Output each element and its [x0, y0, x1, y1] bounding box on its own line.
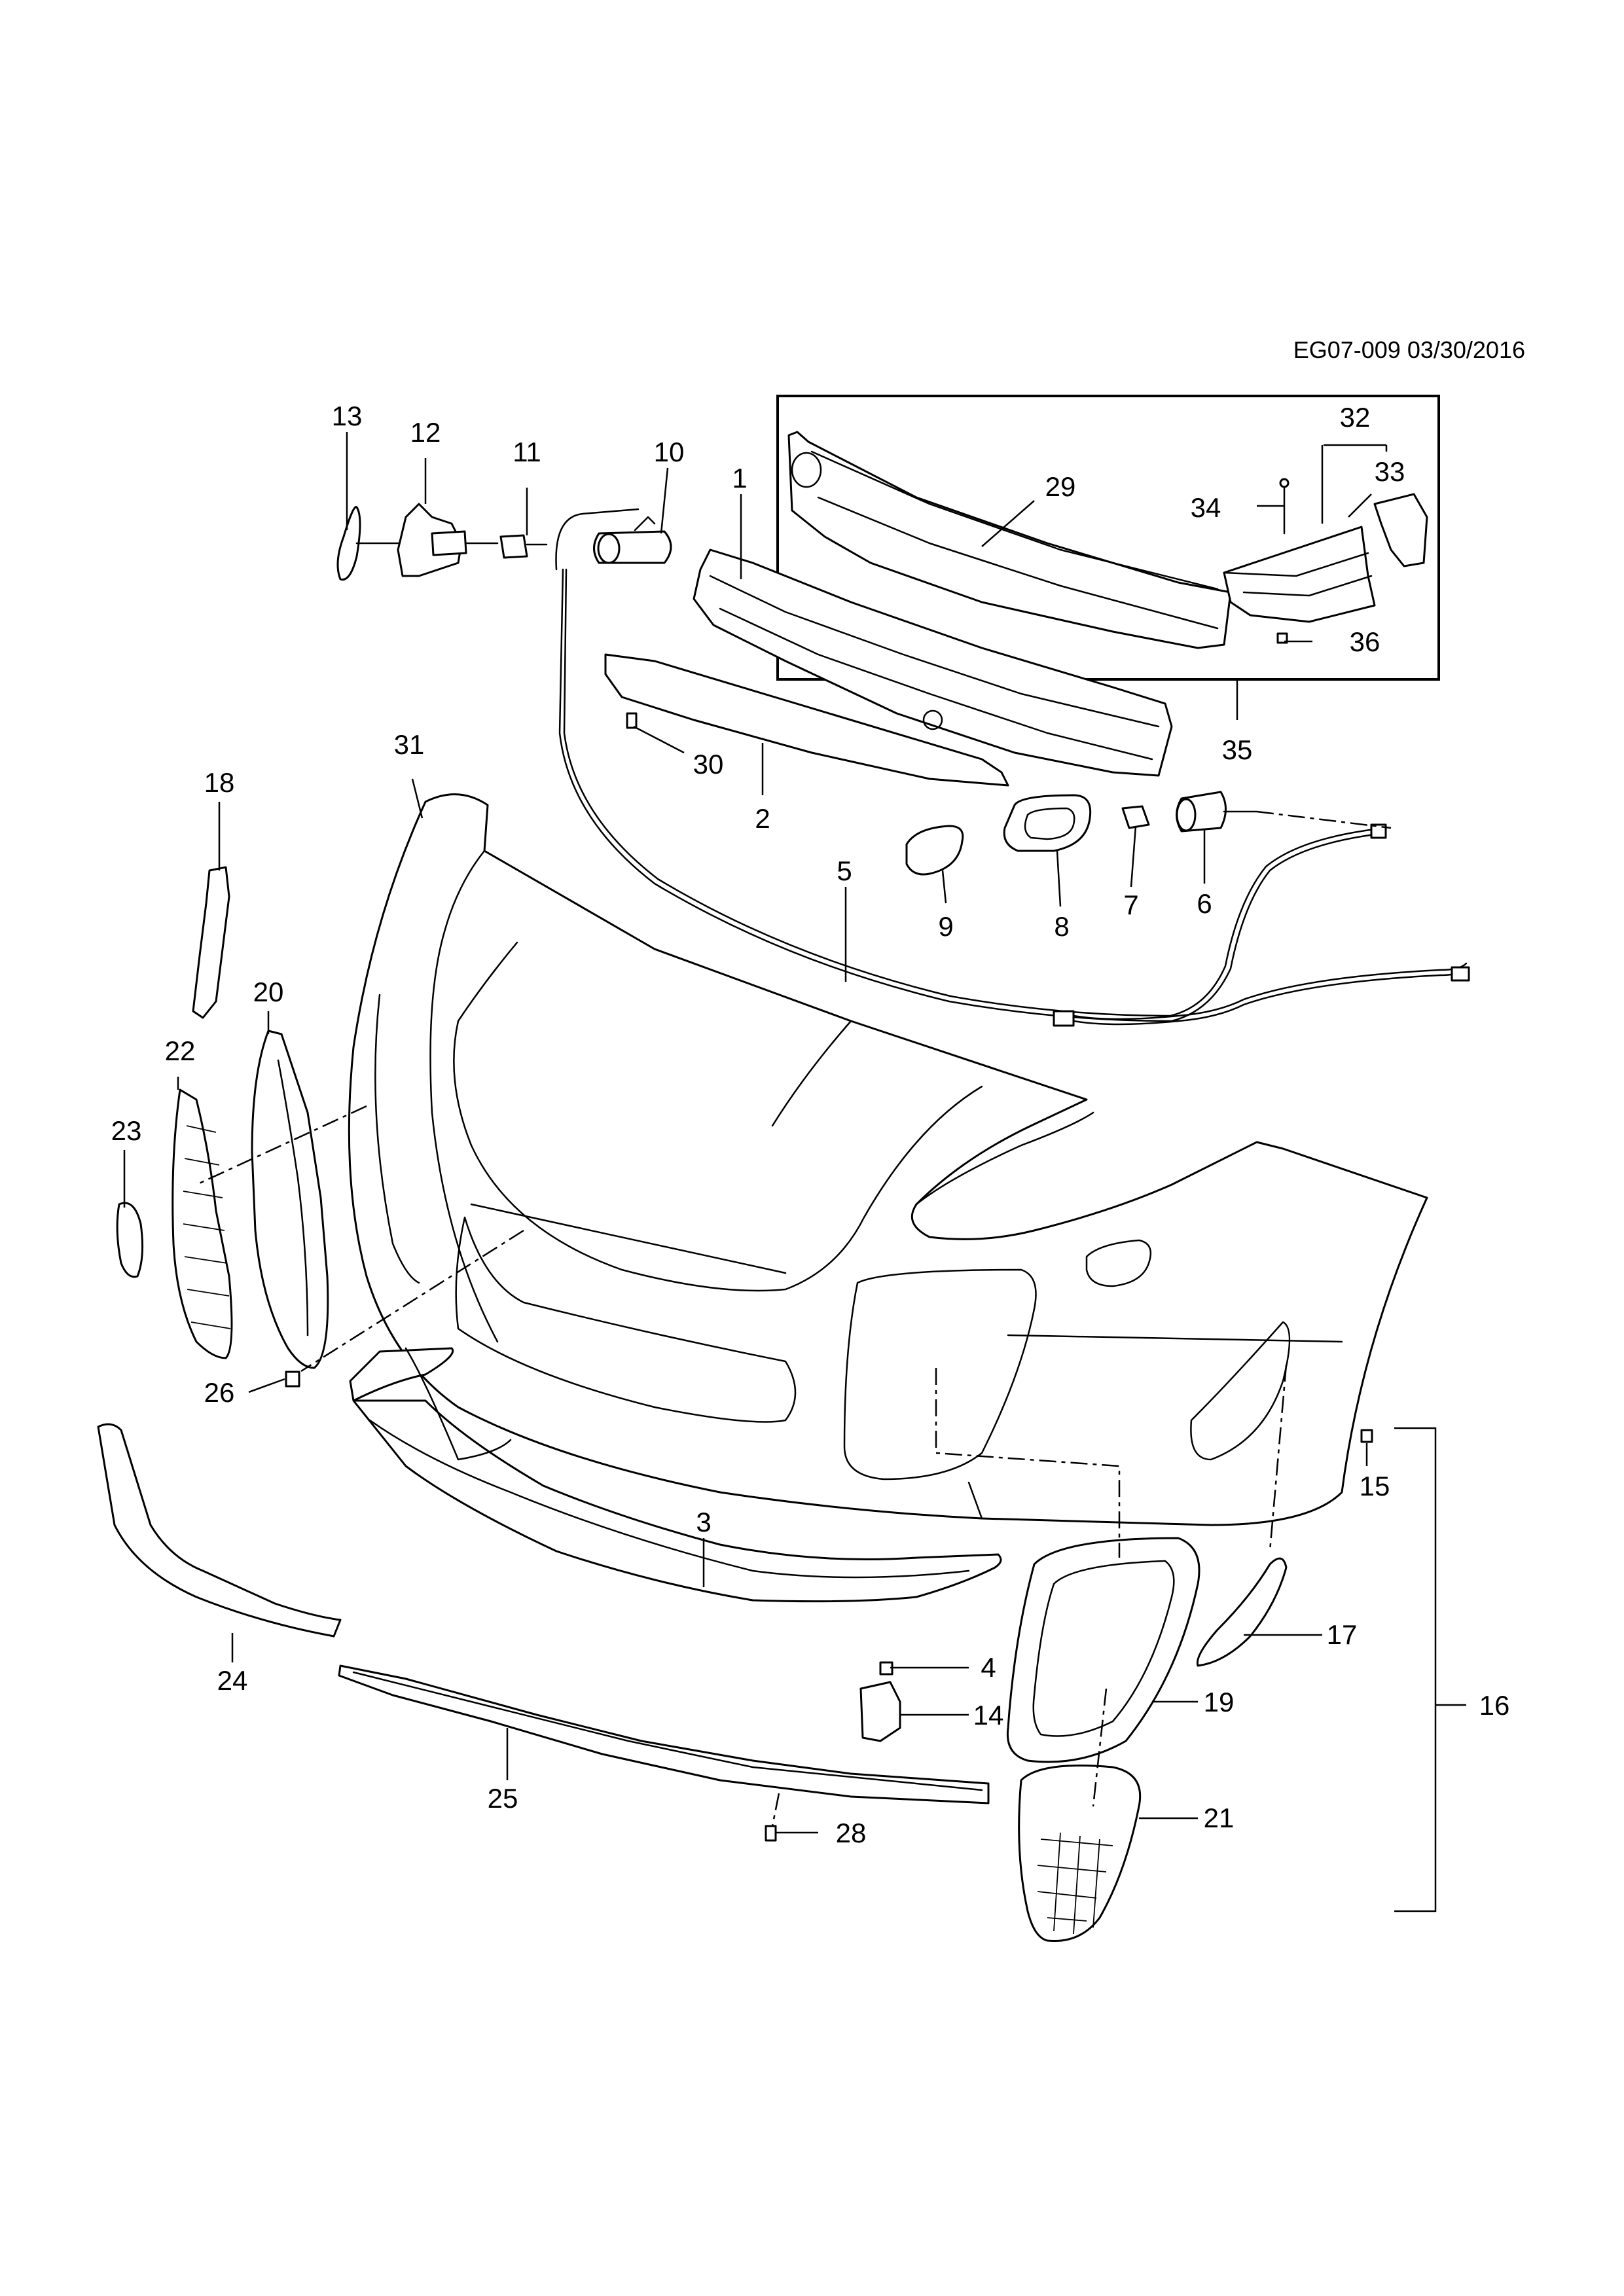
callout-31: 31 — [394, 729, 425, 760]
callout-23: 23 — [111, 1115, 142, 1146]
callout-1: 1 — [732, 463, 747, 493]
callout-labels: 1 2 3 4 5 6 7 8 9 10 11 12 13 14 15 16 1… — [111, 401, 1510, 1848]
group-bracket-16 — [1394, 1427, 1466, 1912]
callout-28: 28 — [836, 1818, 867, 1848]
callout-33: 33 — [1375, 456, 1405, 487]
callout-25: 25 — [488, 1783, 518, 1814]
callout-12: 12 — [410, 417, 441, 448]
upper-bumper-bracket — [604, 653, 1009, 787]
bumper-reinforcement-beam — [787, 431, 1232, 649]
reinforcement-mount-plate — [1373, 493, 1428, 567]
energy-absorber — [693, 548, 1173, 777]
callout-18: 18 — [204, 767, 235, 798]
callout-5: 5 — [837, 855, 852, 886]
callout-10: 10 — [654, 437, 685, 467]
lower-bumper-support-3 — [349, 1347, 1002, 1603]
callout-3: 3 — [696, 1507, 711, 1537]
callout-19: 19 — [1204, 1687, 1235, 1717]
callout-24: 24 — [217, 1665, 248, 1696]
callout-30: 30 — [693, 749, 724, 780]
washer-jet-housing-8 — [1003, 794, 1092, 852]
assembly-line-3 — [935, 1368, 1121, 1558]
callout-20: 20 — [253, 977, 284, 1007]
callout-2: 2 — [755, 803, 770, 834]
callout-29: 29 — [1045, 471, 1076, 502]
washer-valve-7 — [1121, 805, 1150, 829]
callout-9: 9 — [938, 911, 953, 942]
assembly-line-6 — [771, 1793, 780, 1827]
reinforcement-inset-box — [776, 395, 1440, 681]
washer-pump-10 — [593, 516, 672, 564]
callout-7: 7 — [1123, 889, 1138, 920]
assembly-line-5 — [1092, 1688, 1108, 1807]
assembly-line-2 — [300, 1229, 524, 1372]
lower-spoiler-25 — [338, 1664, 990, 1804]
fastener-28 — [765, 1825, 777, 1842]
callout-13: 13 — [332, 401, 363, 431]
callout-21: 21 — [1204, 1803, 1235, 1833]
callout-26: 26 — [204, 1377, 235, 1408]
callout-35: 35 — [1222, 734, 1253, 765]
front-bumper-fascia-31 — [348, 793, 1428, 1526]
leader-lines — [123, 432, 1372, 1834]
callout-6: 6 — [1197, 888, 1212, 919]
washer-jet-cap-9 — [905, 825, 964, 876]
clip-15 — [1360, 1429, 1373, 1443]
assembly-line-7 — [1256, 810, 1392, 829]
callout-15: 15 — [1360, 1471, 1390, 1501]
fog-lamp-bezel-19 — [1006, 1537, 1200, 1763]
fastener-30 — [626, 712, 638, 729]
diagram-reference: EG07-009 03/30/2016 — [1293, 336, 1525, 363]
clip-26 — [285, 1371, 300, 1388]
callout-36: 36 — [1350, 626, 1380, 657]
fog-grille-21 — [1018, 1765, 1142, 1943]
grille-frame-20 — [251, 1030, 329, 1369]
callout-32: 32 — [1340, 402, 1371, 433]
lower-spoiler-24 — [97, 1423, 342, 1638]
callout-11: 11 — [513, 437, 541, 467]
cover-23 — [116, 1202, 144, 1278]
callout-4: 4 — [981, 1652, 996, 1683]
washer-jet-cover-13 — [336, 506, 361, 581]
callout-14: 14 — [973, 1700, 1004, 1731]
headlamp-washer-jet-12 — [397, 503, 463, 577]
callout-34: 34 — [1191, 492, 1221, 523]
trim-17 — [1196, 1557, 1288, 1667]
side-trim-18 — [192, 866, 230, 1019]
callout-22: 22 — [165, 1035, 196, 1066]
bracket-14 — [859, 1681, 901, 1742]
grille-22 — [171, 1088, 233, 1359]
washer-nozzle-connector-11 — [499, 534, 528, 559]
callout-17: 17 — [1327, 1619, 1358, 1650]
callout-16: 16 — [1479, 1690, 1510, 1721]
washer-pump-6 — [1176, 791, 1258, 833]
callout-8: 8 — [1054, 911, 1069, 942]
